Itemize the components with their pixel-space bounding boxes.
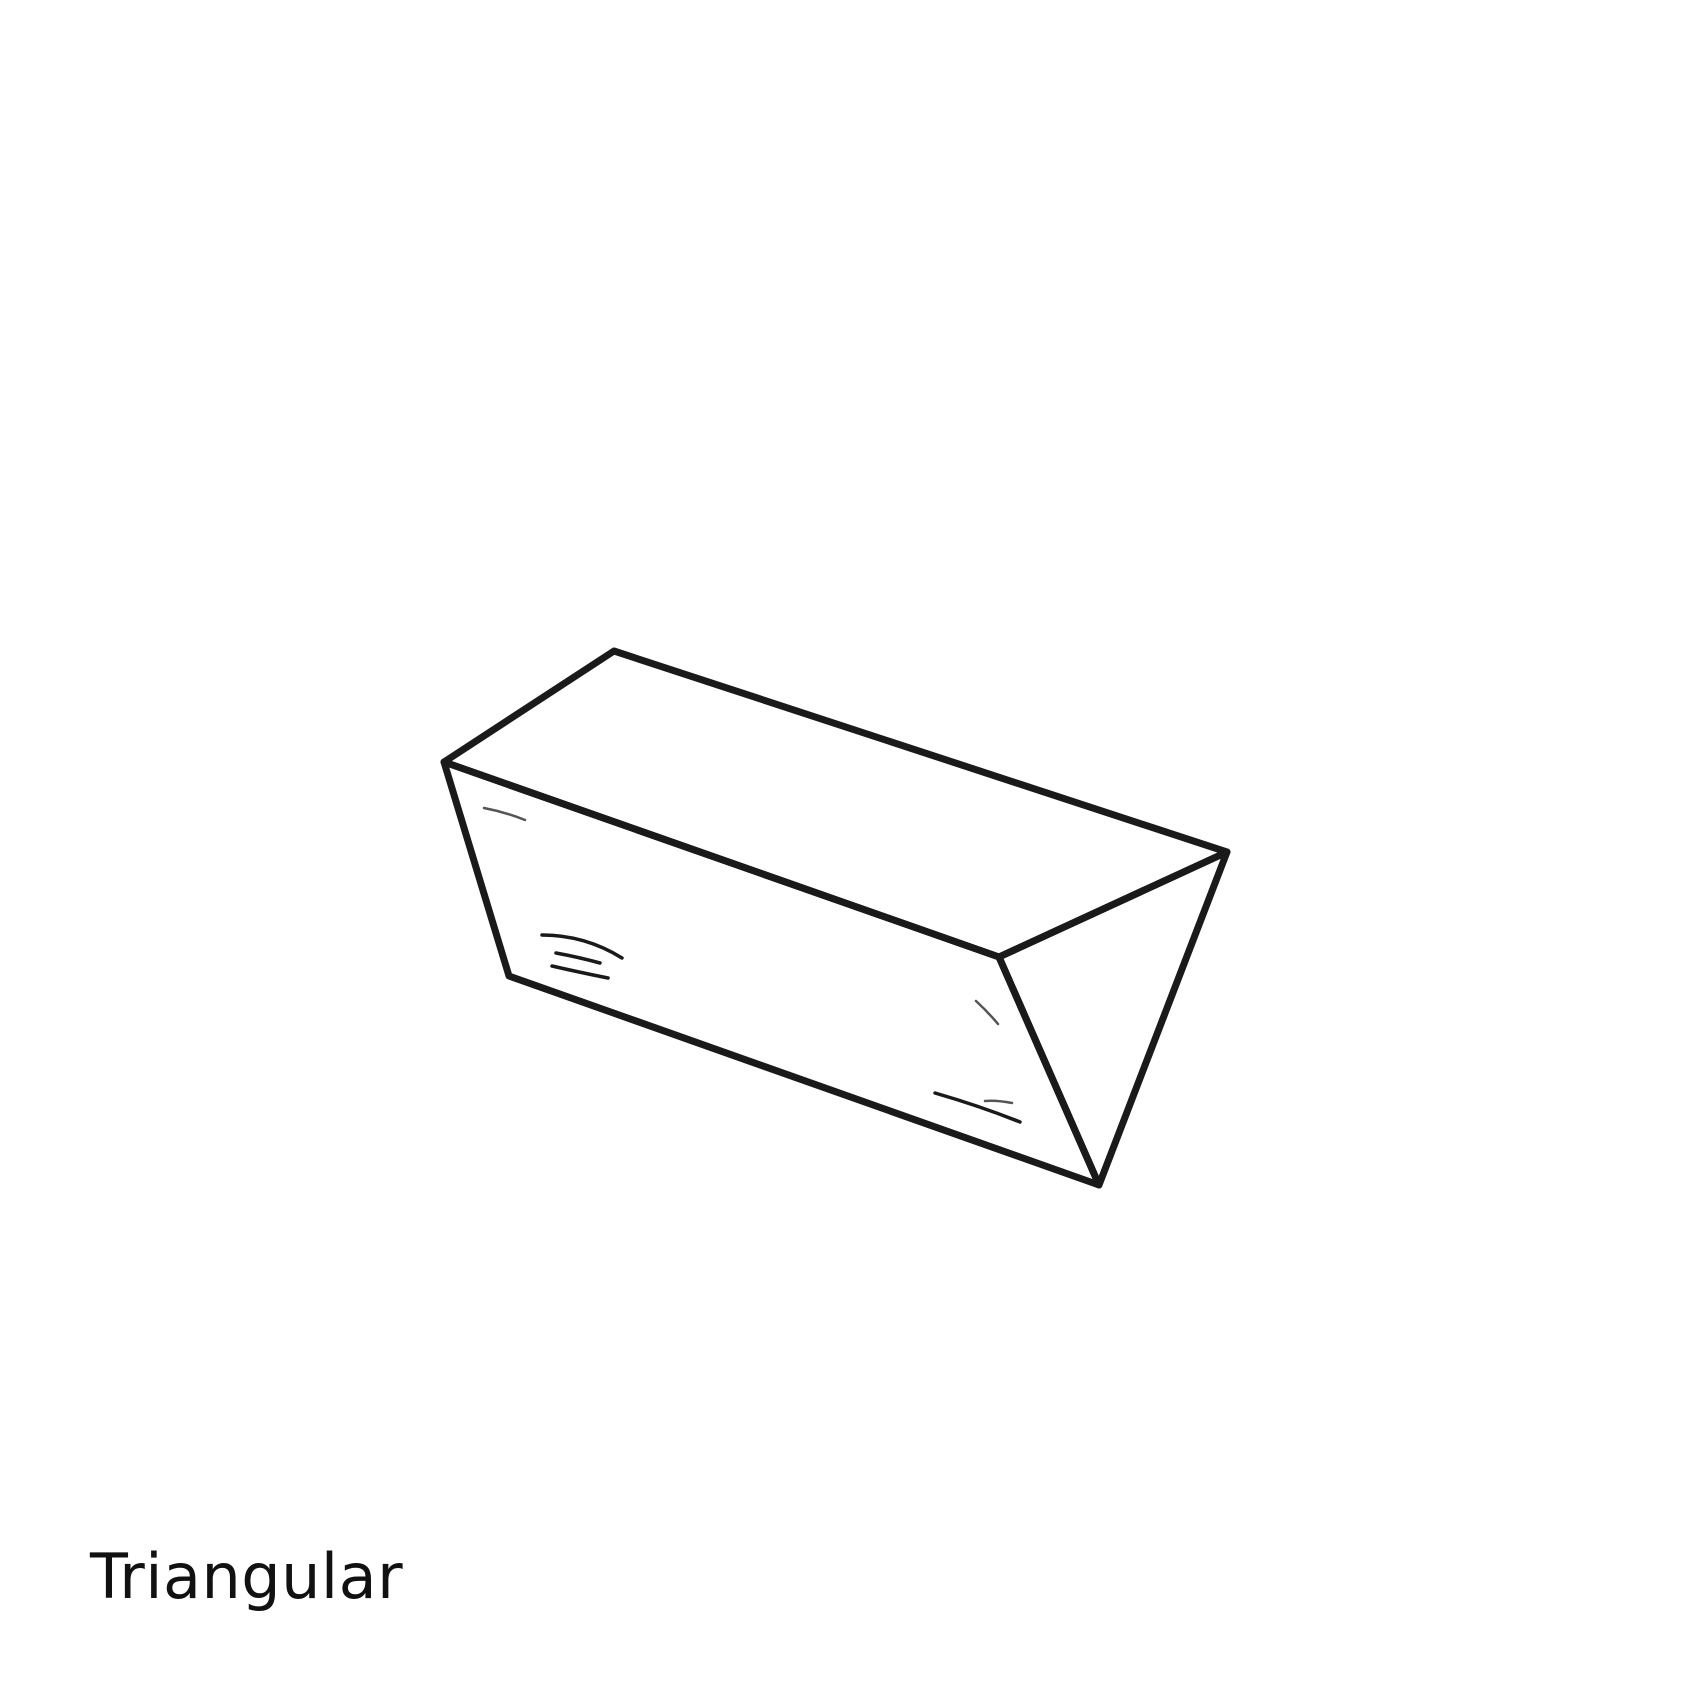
sketch-mark bbox=[550, 964, 610, 980]
sketch-mark bbox=[540, 933, 624, 960]
caption: Triangular bbox=[90, 1540, 404, 1613]
sketch-mark bbox=[554, 951, 602, 965]
sketch-mark bbox=[974, 999, 1000, 1026]
sketch-mark bbox=[933, 1091, 1022, 1124]
prism-front-face bbox=[440, 758, 1103, 1189]
sketch-mark bbox=[983, 1099, 1014, 1105]
sketch-mark bbox=[482, 806, 527, 822]
prism-end-face bbox=[995, 848, 1231, 1189]
